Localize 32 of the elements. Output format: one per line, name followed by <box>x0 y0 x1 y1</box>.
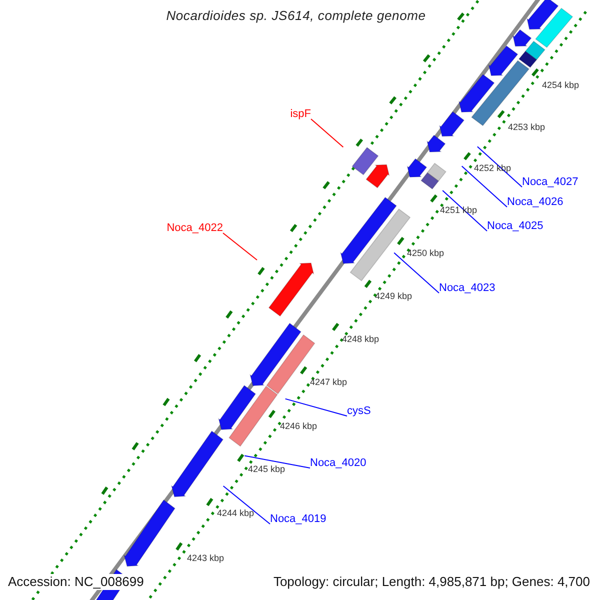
gene-label: Noca_4023 <box>439 282 496 294</box>
gene-label: cysS <box>347 405 371 417</box>
gene-label: Noca_4027 <box>522 176 578 188</box>
footer-text: Topology: circular; Length: 4,985,871 bp; Genes: 4,700 <box>273 574 590 590</box>
gene-label: ispF <box>290 108 311 120</box>
leader-line <box>222 232 258 260</box>
scale-label: 4253 kbp <box>508 122 546 132</box>
leader-line <box>442 190 488 232</box>
gene-label: Noca_4026 <box>507 196 564 208</box>
leader-line <box>461 166 508 208</box>
footer-text: Accession: NC_008699 <box>8 574 144 590</box>
scale-label: 4243 kbp <box>187 553 224 563</box>
gene-label: Noca_4022 <box>166 222 223 234</box>
leader-line <box>222 486 270 524</box>
gene-label: Noca_4019 <box>270 513 326 525</box>
scale-label: 4246 kbp <box>280 421 318 431</box>
diagram-title: Nocardioides sp. JS614, complete genome <box>165 8 427 23</box>
scale-label: 4248 kbp <box>342 334 380 344</box>
leader-line <box>476 146 522 188</box>
scale-label: 4245 kbp <box>248 464 286 474</box>
gene-label: Noca_4025 <box>487 220 544 232</box>
scale-label: 4244 kbp <box>217 508 254 518</box>
gene-label: Noca_4020 <box>310 457 366 469</box>
scale-label: 4254 kbp <box>542 80 580 90</box>
scale-label: 4251 kbp <box>440 205 478 215</box>
leader-line <box>310 118 344 148</box>
scale-label: 4250 kbp <box>407 248 444 258</box>
leader-line <box>244 455 310 468</box>
scale-label: 4247 kbp <box>310 377 348 387</box>
leader-line <box>394 252 440 294</box>
scale-label: 4249 kbp <box>375 291 412 301</box>
leader-line <box>284 398 348 416</box>
